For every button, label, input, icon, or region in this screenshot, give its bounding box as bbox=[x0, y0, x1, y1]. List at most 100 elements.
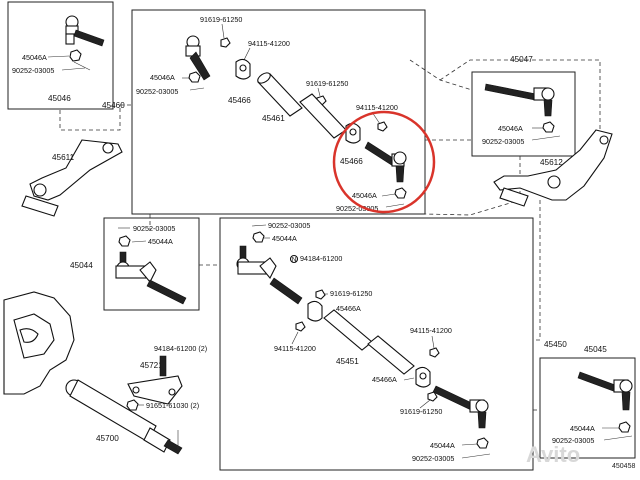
watermark-text: Avito bbox=[526, 442, 580, 467]
label-94115-41200: 94115-41200 bbox=[274, 344, 316, 353]
frame-45046 bbox=[7, 1, 114, 110]
tie-rod-end-icon bbox=[115, 251, 187, 305]
tie-rod-end-icon bbox=[364, 141, 407, 183]
label-45044: 45044 bbox=[70, 261, 93, 270]
leader-line bbox=[291, 331, 299, 345]
frame-45044 bbox=[103, 217, 200, 311]
leader-line bbox=[431, 335, 435, 349]
label-45044a: 45044A bbox=[570, 424, 595, 433]
leader-line bbox=[461, 443, 478, 446]
tie-rod-end-icon bbox=[432, 385, 489, 429]
label-45044a: 45044A bbox=[272, 234, 297, 243]
label-90252-03005: 90252-03005 bbox=[133, 224, 175, 233]
label-91651-61030-2: 91651-61030 (2) bbox=[146, 401, 199, 410]
label-45046a: 45046A bbox=[22, 53, 47, 62]
frame-45047 bbox=[471, 71, 576, 157]
dash-line bbox=[409, 59, 473, 91]
leader-line bbox=[221, 23, 225, 39]
clamp-icon bbox=[415, 366, 431, 388]
nut-icon bbox=[476, 437, 489, 449]
label-45700: 45700 bbox=[96, 434, 119, 443]
nut-icon bbox=[118, 235, 131, 247]
cotter-pin-icon bbox=[531, 135, 561, 141]
label-94184-61200: 94184-61200 bbox=[300, 254, 342, 263]
label-45044a: 45044A bbox=[430, 441, 455, 450]
cotter-pin-icon bbox=[251, 224, 267, 227]
tie-rod-end-icon bbox=[65, 15, 105, 47]
dash-line bbox=[59, 104, 132, 131]
frame-45450 bbox=[219, 217, 534, 471]
bracket-icon bbox=[127, 375, 183, 405]
tie-rod-end-icon bbox=[236, 245, 303, 305]
clip-icon bbox=[315, 289, 326, 300]
clip-icon bbox=[295, 321, 306, 332]
label-45466: 45466 bbox=[340, 157, 363, 166]
leader-line bbox=[317, 87, 321, 97]
label-91619-61250: 91619-61250 bbox=[200, 15, 242, 24]
cotter-pin-icon bbox=[385, 203, 405, 208]
clamp-icon bbox=[235, 58, 251, 80]
label-94115-41200: 94115-41200 bbox=[356, 103, 398, 112]
tube-icon bbox=[257, 72, 303, 117]
label-45466a: 45466A bbox=[336, 304, 361, 313]
label-45046a: 45046A bbox=[498, 124, 523, 133]
document-number: 450458 bbox=[612, 463, 635, 470]
label-45611: 45611 bbox=[52, 153, 75, 162]
leader-line bbox=[419, 399, 431, 409]
frame-45045 bbox=[539, 357, 636, 459]
cotter-pin-icon bbox=[603, 435, 633, 441]
label-45045: 45045 bbox=[584, 345, 607, 354]
tube-icon bbox=[323, 309, 373, 351]
nut-icon bbox=[69, 49, 82, 62]
tie-rod-end-icon bbox=[185, 35, 211, 81]
label-45046: 45046 bbox=[48, 94, 71, 103]
highlight-circle bbox=[332, 110, 436, 214]
cotter-pin-icon bbox=[461, 453, 491, 459]
tie-rod-end-icon bbox=[577, 371, 633, 411]
label-45721: 45721 bbox=[140, 361, 163, 370]
dash-line bbox=[533, 200, 541, 341]
clip-icon bbox=[427, 391, 438, 402]
label-45461: 45461 bbox=[262, 114, 285, 123]
label-45466: 45466 bbox=[228, 96, 251, 105]
label-45450: 45450 bbox=[544, 340, 567, 349]
tie-rod-end-icon bbox=[484, 83, 555, 117]
label-90252-03005: 90252-03005 bbox=[268, 221, 310, 230]
label-90252-03005: 90252-03005 bbox=[482, 137, 524, 146]
nut-icon bbox=[618, 421, 631, 433]
cotter-pin-icon bbox=[73, 61, 91, 71]
label-91619-61250: 91619-61250 bbox=[400, 407, 442, 416]
tube-icon bbox=[367, 335, 415, 375]
nut-icon bbox=[126, 399, 139, 411]
label-91619-61250: 91619-61250 bbox=[306, 79, 348, 88]
dash-line bbox=[439, 59, 601, 150]
label-94115-41200: 94115-41200 bbox=[410, 326, 452, 335]
leader-line bbox=[403, 377, 415, 381]
clip-icon bbox=[429, 347, 440, 358]
label-90252-03005: 90252-03005 bbox=[12, 66, 54, 75]
label-45612: 45612 bbox=[540, 158, 563, 167]
label-45466a: 45466A bbox=[372, 375, 397, 384]
frame-45460 bbox=[131, 9, 426, 215]
label-91619-61250: 91619-61250 bbox=[330, 289, 372, 298]
cotter-pin-icon bbox=[189, 87, 205, 91]
leader-line bbox=[381, 193, 396, 197]
clip-icon bbox=[220, 37, 231, 48]
label-45047: 45047 bbox=[510, 55, 533, 64]
clamp-icon bbox=[307, 300, 323, 322]
label-45460: 45460 bbox=[102, 101, 125, 110]
label-45451: 45451 bbox=[336, 357, 359, 366]
label-45044a: 45044A bbox=[148, 237, 173, 246]
label-90252-03005: 90252-03005 bbox=[552, 436, 594, 445]
nut-icon bbox=[188, 71, 201, 83]
leader-line bbox=[243, 47, 251, 61]
steering-arm-icon bbox=[493, 129, 613, 207]
label-90252-03005: 90252-03005 bbox=[136, 87, 178, 96]
n-marker-icon bbox=[289, 254, 299, 264]
clip-icon bbox=[377, 121, 388, 132]
label-45046a: 45046A bbox=[150, 73, 175, 82]
leader-line bbox=[131, 240, 147, 243]
label-90252-03005: 90252-03005 bbox=[336, 204, 378, 213]
label-90252-03005: 90252-03005 bbox=[412, 454, 454, 463]
